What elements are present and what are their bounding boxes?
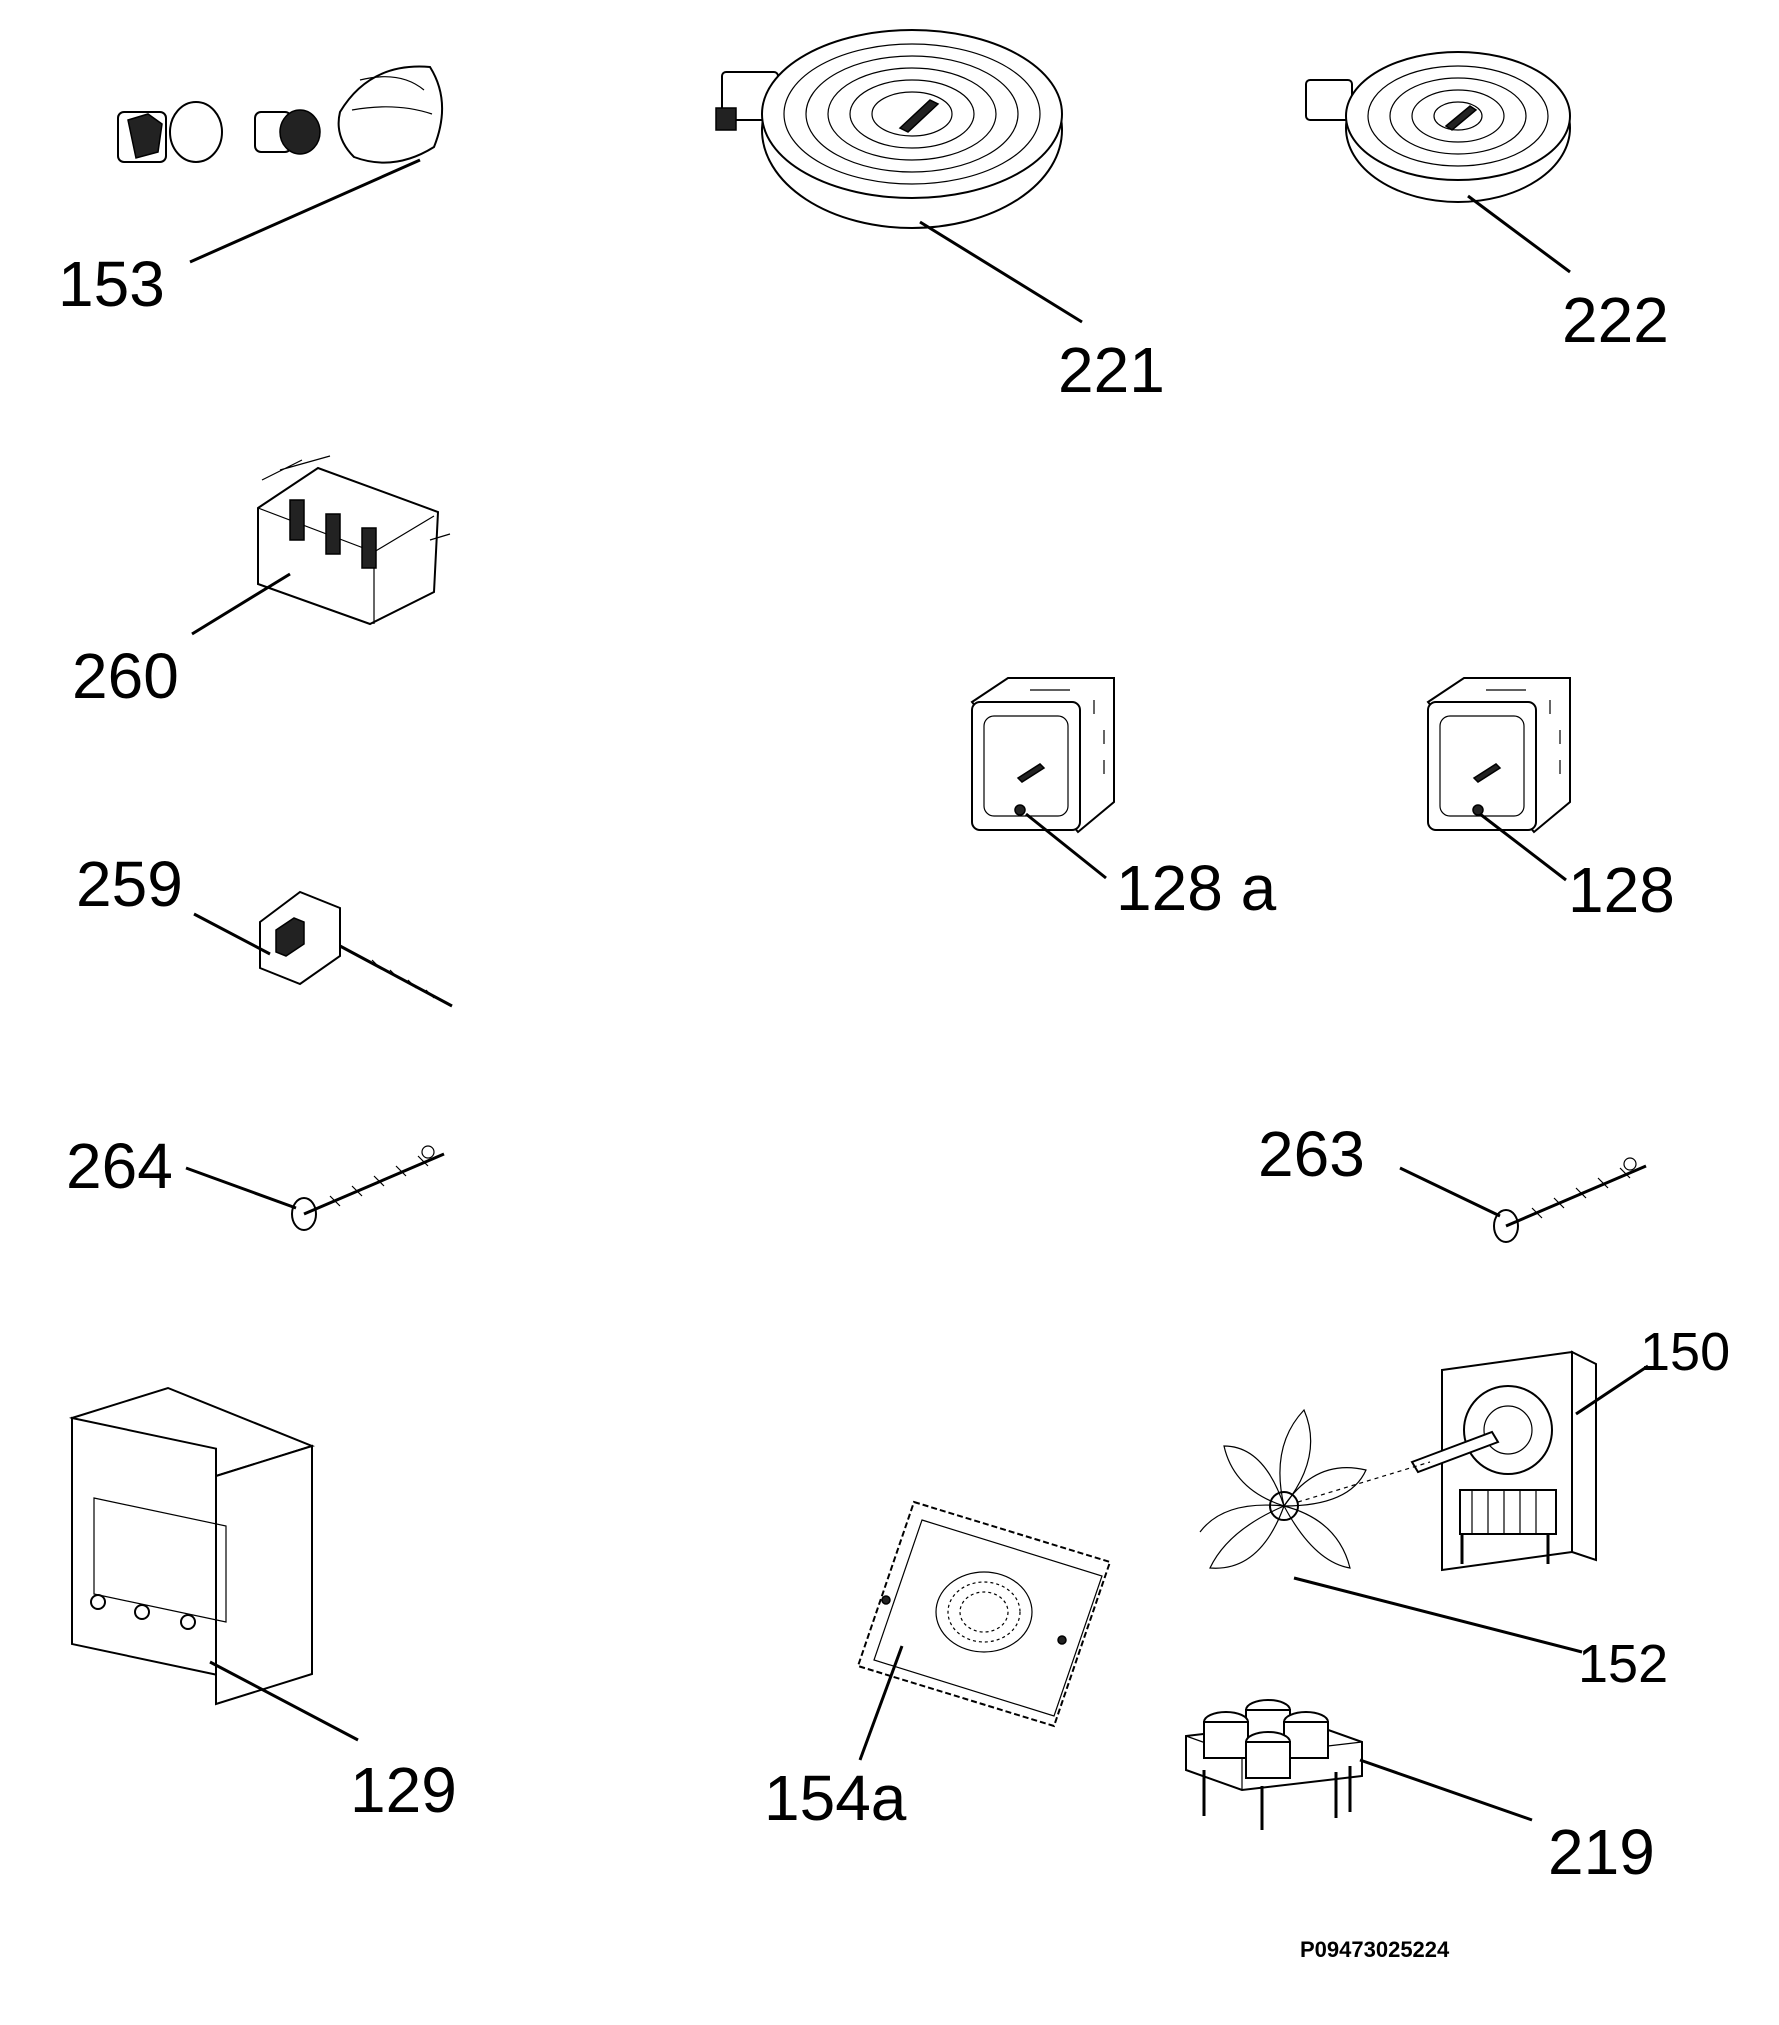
part-219-component-block — [1185, 1699, 1363, 1830]
label-150: 150 — [1640, 1322, 1730, 1382]
leader-219 — [1359, 1758, 1533, 1822]
label-264: 264 — [66, 1130, 173, 1202]
label-152: 152 — [1578, 1634, 1668, 1694]
part-221-large-hotplate — [715, 29, 1063, 229]
leader-154a — [858, 1645, 904, 1761]
part-263-switch — [1493, 1157, 1647, 1243]
part-129-timer-programmer — [69, 1386, 315, 1706]
leader-263 — [1399, 1166, 1501, 1218]
drawing-code: P09473025224 — [1300, 1937, 1450, 1962]
part-150-fan-motor — [1410, 1350, 1597, 1572]
label-221: 221 — [1058, 334, 1165, 406]
leader-259 — [193, 912, 271, 956]
leader-222 — [1467, 194, 1571, 274]
label-222: 222 — [1562, 284, 1669, 356]
label-153: 153 — [58, 248, 165, 320]
label-129: 129 — [350, 1754, 457, 1826]
leader-150 — [1575, 1364, 1649, 1416]
leader-129 — [209, 1660, 359, 1742]
part-260-selector-switch — [257, 455, 451, 626]
label-154a: 154a — [764, 1762, 907, 1834]
leader-128a — [1025, 812, 1107, 880]
label-128a: 128 a — [1116, 852, 1277, 924]
part-154a-control-board — [856, 1500, 1112, 1728]
part-128-energy-regulator — [1426, 677, 1571, 834]
label-219: 219 — [1548, 1816, 1655, 1888]
label-260: 260 — [72, 640, 179, 712]
label-259: 259 — [76, 848, 183, 920]
leader-264 — [185, 1166, 297, 1210]
leader-260 — [191, 572, 291, 636]
label-128: 128 — [1568, 854, 1675, 926]
leader-221 — [919, 220, 1083, 324]
part-259-thermostat — [259, 890, 453, 1008]
part-153-lamp-assembly — [117, 65, 444, 164]
leader-152 — [1293, 1576, 1583, 1654]
part-222-small-hotplate — [1305, 51, 1571, 203]
leader-153 — [189, 158, 421, 264]
part-264-switch — [291, 1145, 445, 1231]
part-152-fan-blade — [1199, 1408, 1431, 1569]
label-263: 263 — [1258, 1118, 1365, 1190]
leader-128 — [1479, 812, 1567, 882]
part-128a-energy-regulator — [970, 677, 1115, 834]
